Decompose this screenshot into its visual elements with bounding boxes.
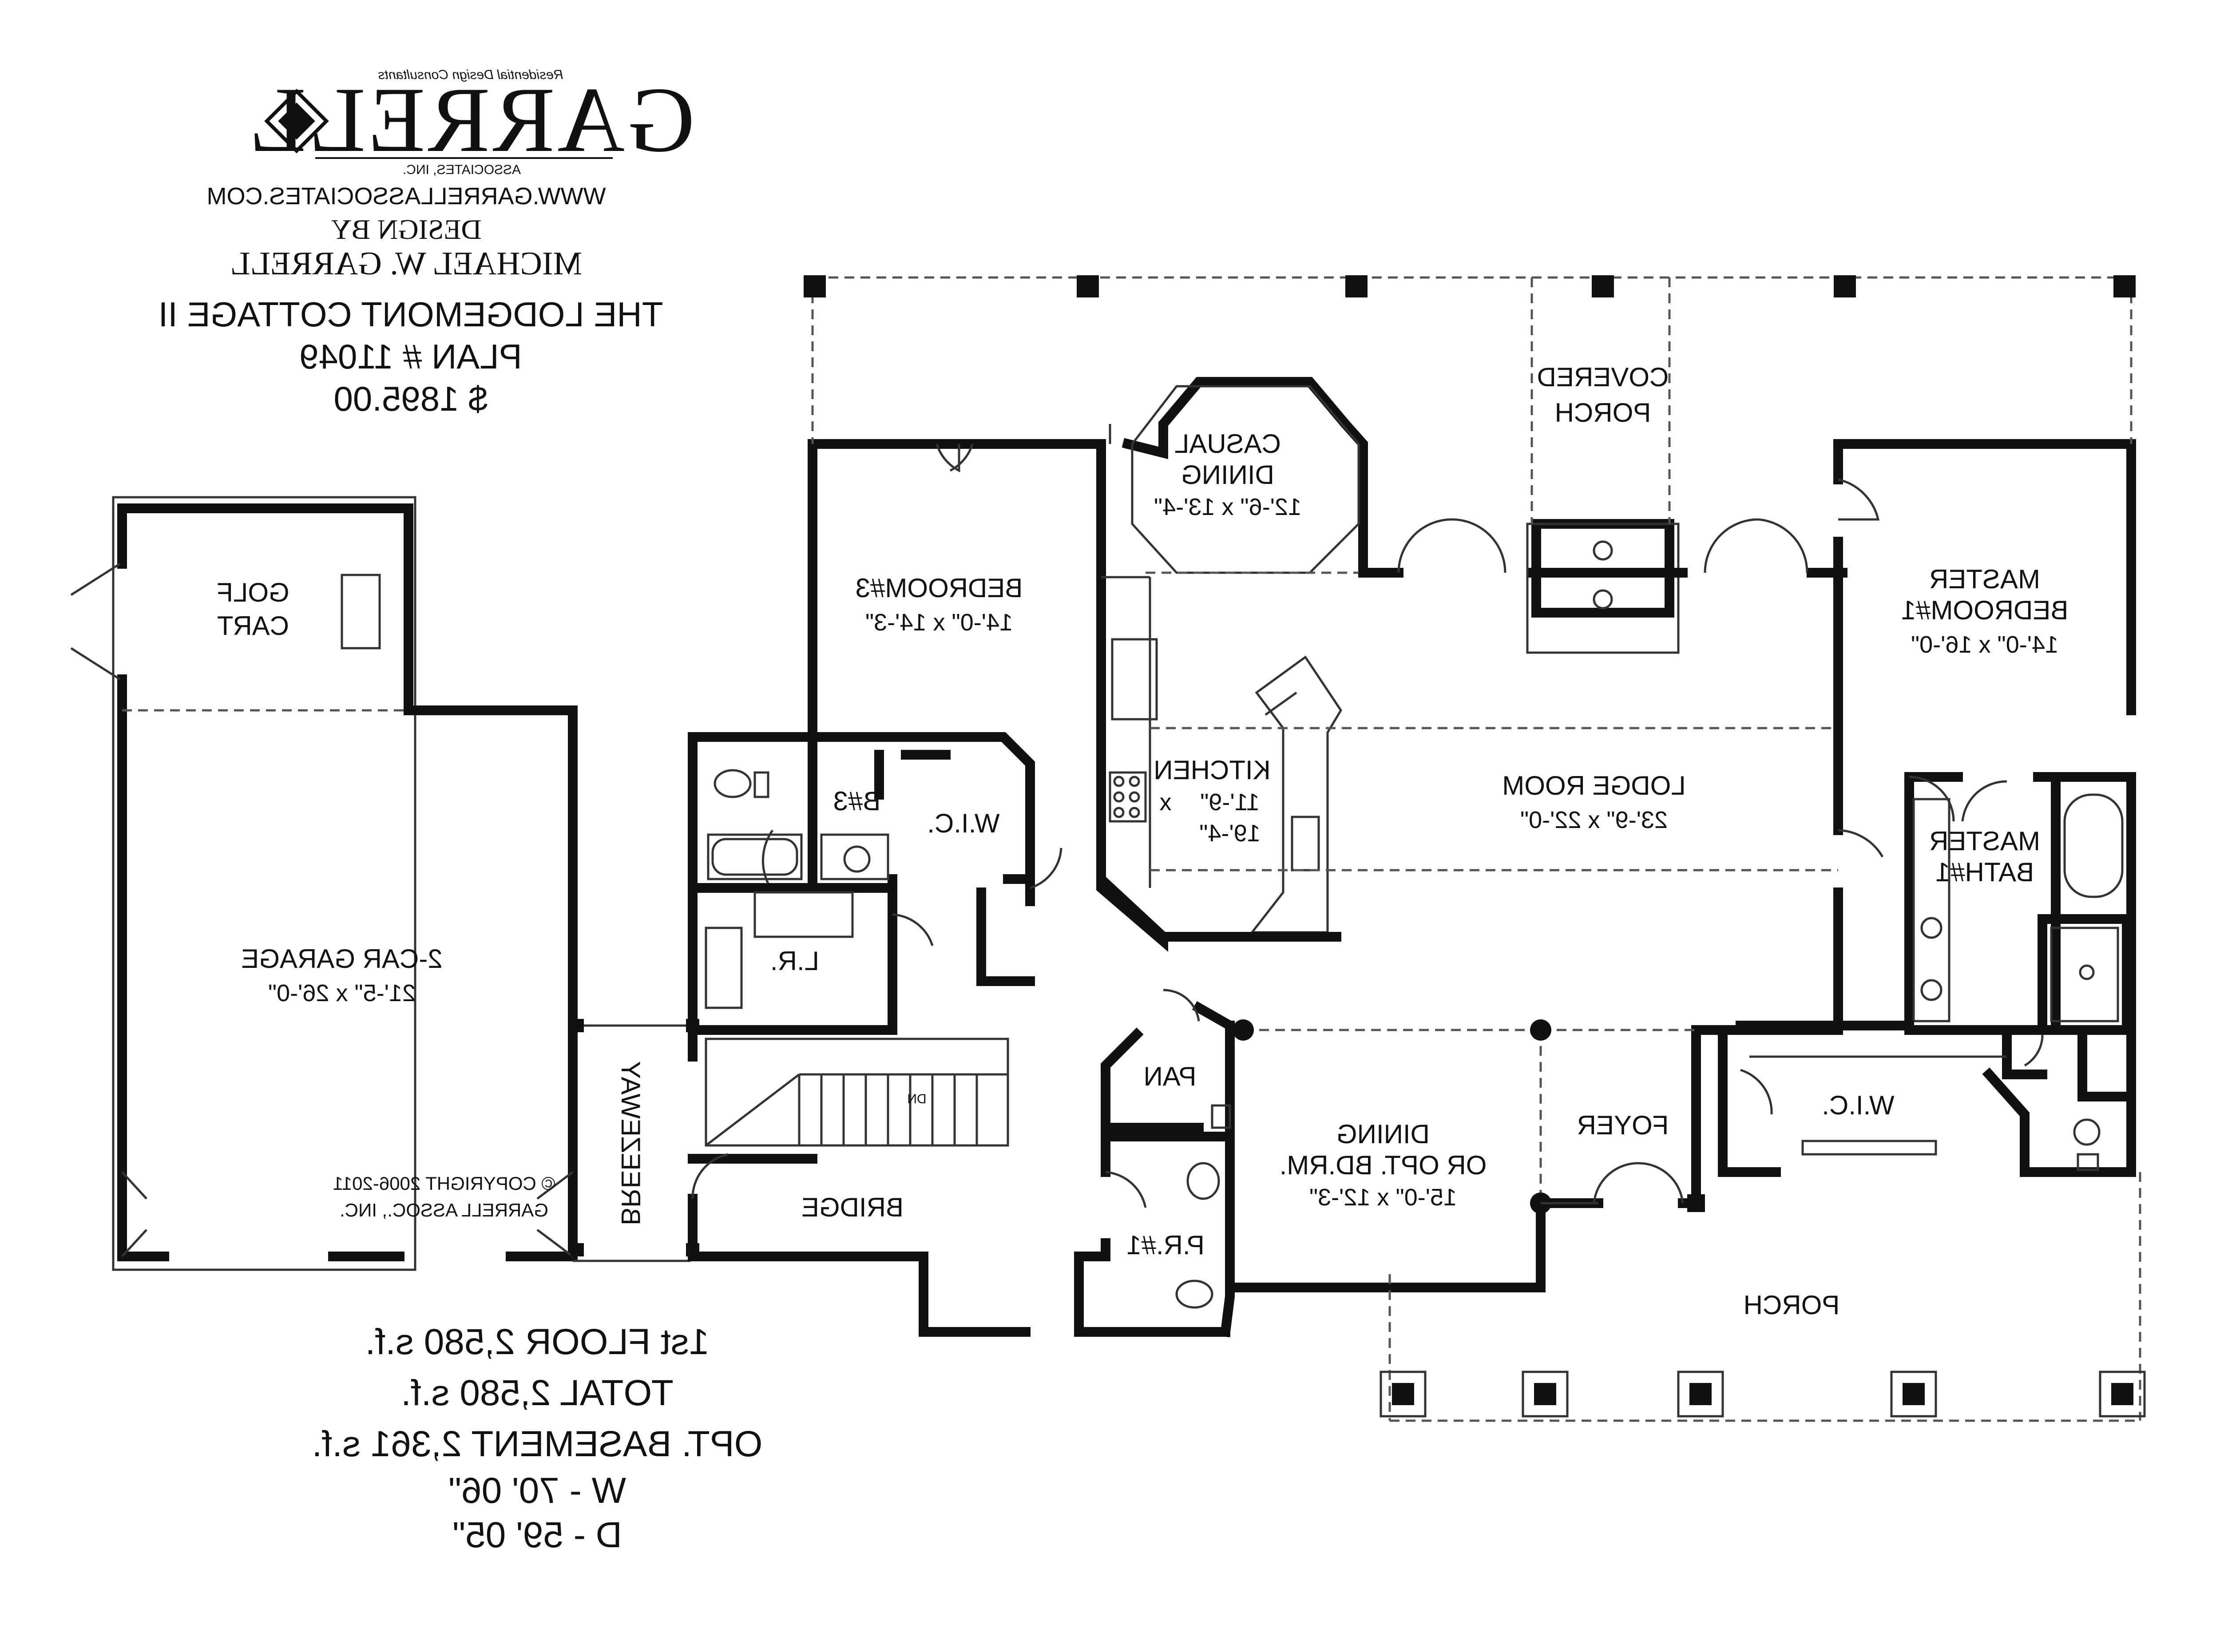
label-dining-dim: 15'-0" x 12'-3" [1309,1184,1457,1211]
label-golf-cart-2: CART [217,611,289,641]
title-block: Residential Design Consultants GARRELL A… [159,67,695,418]
label-bedroom3-dim: 14'-0" x 14'-3" [865,609,1013,636]
copyright-line1: © COPYRIGHT 2006-2011 [333,1173,555,1194]
label-porch: PORCH [1744,1290,1840,1320]
stat-width: W - 70' 06" [448,1470,626,1511]
label-wic-master: W.I.C. [1822,1090,1894,1120]
label-bath3: B#3 [833,786,881,816]
room-labels: COVERED PORCH CASUAL DINING 12'-6" x 13'… [217,362,2068,1320]
label-lodge-room: LODGE ROOM [1502,771,1685,800]
label-kitchen: KITCHEN [1154,755,1270,785]
logo-tagline: Residential Design Consultants [378,67,563,82]
logo-sub: ASSOCIATES, INC. [403,162,521,177]
website: WWW.GARRELLASSOCIATES.COM [206,183,606,210]
label-bridge: BRIDGE [801,1192,904,1222]
stair-treads [705,1073,1008,1146]
logo-mark [264,88,329,154]
label-covered-porch-2: PORCH [1555,398,1651,428]
label-dining-1: DINING [1336,1119,1430,1149]
label-casual-dining-2: DINING [1181,460,1274,490]
main-walls [688,377,2136,1338]
copyright-line2: GARRELL ASSOC., INC. [340,1200,548,1220]
label-foyer: FOYER [1577,1110,1669,1140]
garage-block [70,496,578,1271]
label-stair: DN [907,1092,926,1106]
designer: MICHAEL W. GARRELL [230,246,583,282]
plan-name: THE LODGEMONT COTTAGE II [159,295,663,334]
label-master-bath-1: MASTER [1929,826,2040,856]
label-kitchen-dim3: 19'-4" [1199,820,1261,847]
plan-price: $ 1895.00 [333,379,488,418]
label-casual-dining-1: CASUAL [1174,429,1281,459]
label-pantry: PAN [1144,1062,1197,1091]
front-porch-area [1380,1172,2146,1422]
label-lodge-room-dim: 23'-9" x 22'-0" [1520,807,1668,833]
door-swings [691,444,2044,1208]
label-garage-dim: 21'-5" x 26'-0" [268,980,416,1006]
cooktop [1109,771,1147,823]
stat-total: TOTAL 2,580 s.f. [401,1373,674,1413]
label-casual-dining-dim: 12'-6" x 13'-4" [1154,494,1301,520]
label-master-bedroom-dim: 14'-0" x 16'-0" [1911,631,2058,658]
stat-first-floor: 1st FLOOR 2,580 s.f. [365,1322,710,1362]
label-master-bedroom-2: BEDROOM#1 [1901,595,2069,625]
logo-name: GARRELL [246,68,695,171]
label-garage: 2-CAR GARAGE [241,944,442,974]
label-powder-room: P.R.#1 [1126,1230,1205,1260]
label-master-bedroom-1: MASTER [1929,564,2040,594]
label-kitchen-dim2: x [1160,789,1172,816]
label-golf-cart-1: GOLF [217,578,289,607]
breezeway-label-group: BREEZEWAY [616,1061,646,1225]
stat-basement: OPT. BASEMENT 2,361 s.f. [312,1424,763,1464]
label-master-bath-2: BATH#1 [1935,857,2034,887]
plan-number: PLAN # 11049 [299,337,522,376]
design-by: DESIGN BY [331,214,482,245]
covered-porch-area [804,275,2136,524]
label-kitchen-dim1: 11'-9" [1200,789,1260,816]
label-wic-left: W.I.C. [927,808,999,838]
stat-depth: D - 59' 05" [452,1515,622,1555]
label-breezeway: BREEZEWAY [616,1061,646,1225]
label-covered-porch-1: COVERED [1537,362,1669,392]
label-bedroom3: BEDROOM#3 [856,573,1023,603]
area-stats: 1st FLOOR 2,580 s.f. TOTAL 2,580 s.f. OP… [312,1322,763,1555]
label-laundry: L.R. [770,946,819,976]
label-dining-2: OR OPT. BD.RM. [1280,1150,1487,1180]
